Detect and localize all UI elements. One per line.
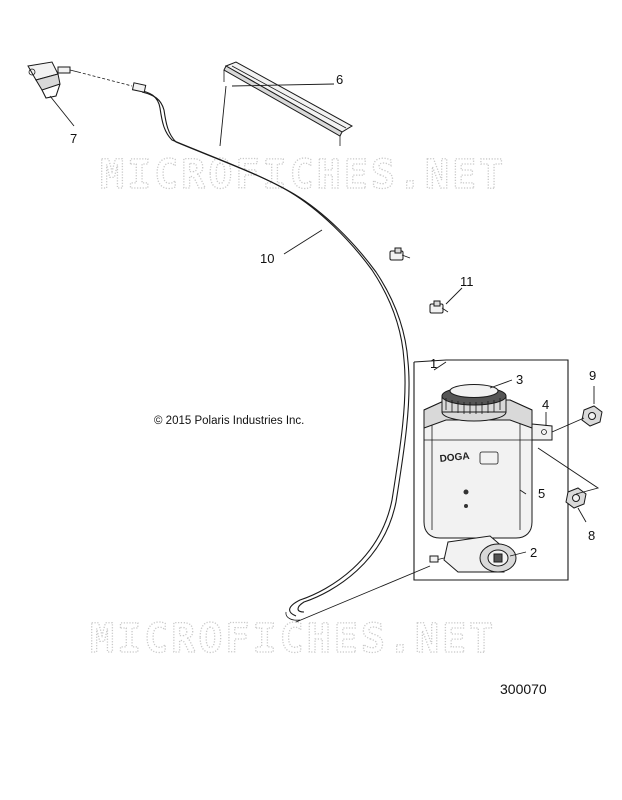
callout-11: 11 — [460, 274, 474, 289]
callout-9: 9 — [589, 368, 596, 383]
wiper-blade — [223, 61, 354, 146]
leader-line-1 — [433, 361, 447, 371]
leader-line-3 — [489, 379, 513, 389]
callout-7: 7 — [70, 131, 77, 146]
reservoir-brand-label: DOGA — [439, 451, 470, 465]
leader-line-11 — [445, 287, 463, 305]
hose-clip — [389, 247, 411, 261]
callout-4: 4 — [542, 397, 549, 412]
leader-line-8 — [577, 507, 587, 523]
callout-3: 3 — [516, 372, 523, 387]
callout-10: 10 — [260, 251, 274, 266]
leader-line-nut-tab — [551, 417, 585, 433]
copyright-text: © 2015 Polaris Industries Inc. — [154, 415, 304, 427]
callout-8: 8 — [588, 528, 595, 543]
callout-6: 6 — [336, 72, 343, 87]
leader-line-pump — [295, 565, 431, 623]
washer-nozzle — [27, 61, 133, 99]
washer-pump — [429, 535, 517, 573]
leader-line-2 — [509, 551, 527, 557]
leader-line-5 — [519, 489, 527, 495]
reservoir-cap — [441, 384, 507, 422]
leader-line-6 — [219, 83, 335, 147]
mounting-tab — [531, 423, 553, 441]
watermark-top: MICROFICHES.NET — [100, 152, 506, 198]
nut — [581, 405, 603, 427]
bolt — [565, 487, 587, 509]
callout-2: 2 — [530, 545, 537, 560]
washer-hose — [131, 82, 410, 621]
hose-clip-11 — [429, 300, 449, 314]
leader-line-bolt-tab — [537, 447, 600, 495]
assembly-bracket-outline — [413, 359, 569, 581]
leader-line-10 — [283, 229, 323, 255]
callout-1: 1 — [430, 356, 437, 371]
watermark-bottom: MICROFICHES.NET — [90, 616, 496, 662]
diagram-number: 300070 — [500, 681, 547, 697]
leader-line-7 — [49, 95, 75, 127]
callout-5: 5 — [538, 486, 545, 501]
